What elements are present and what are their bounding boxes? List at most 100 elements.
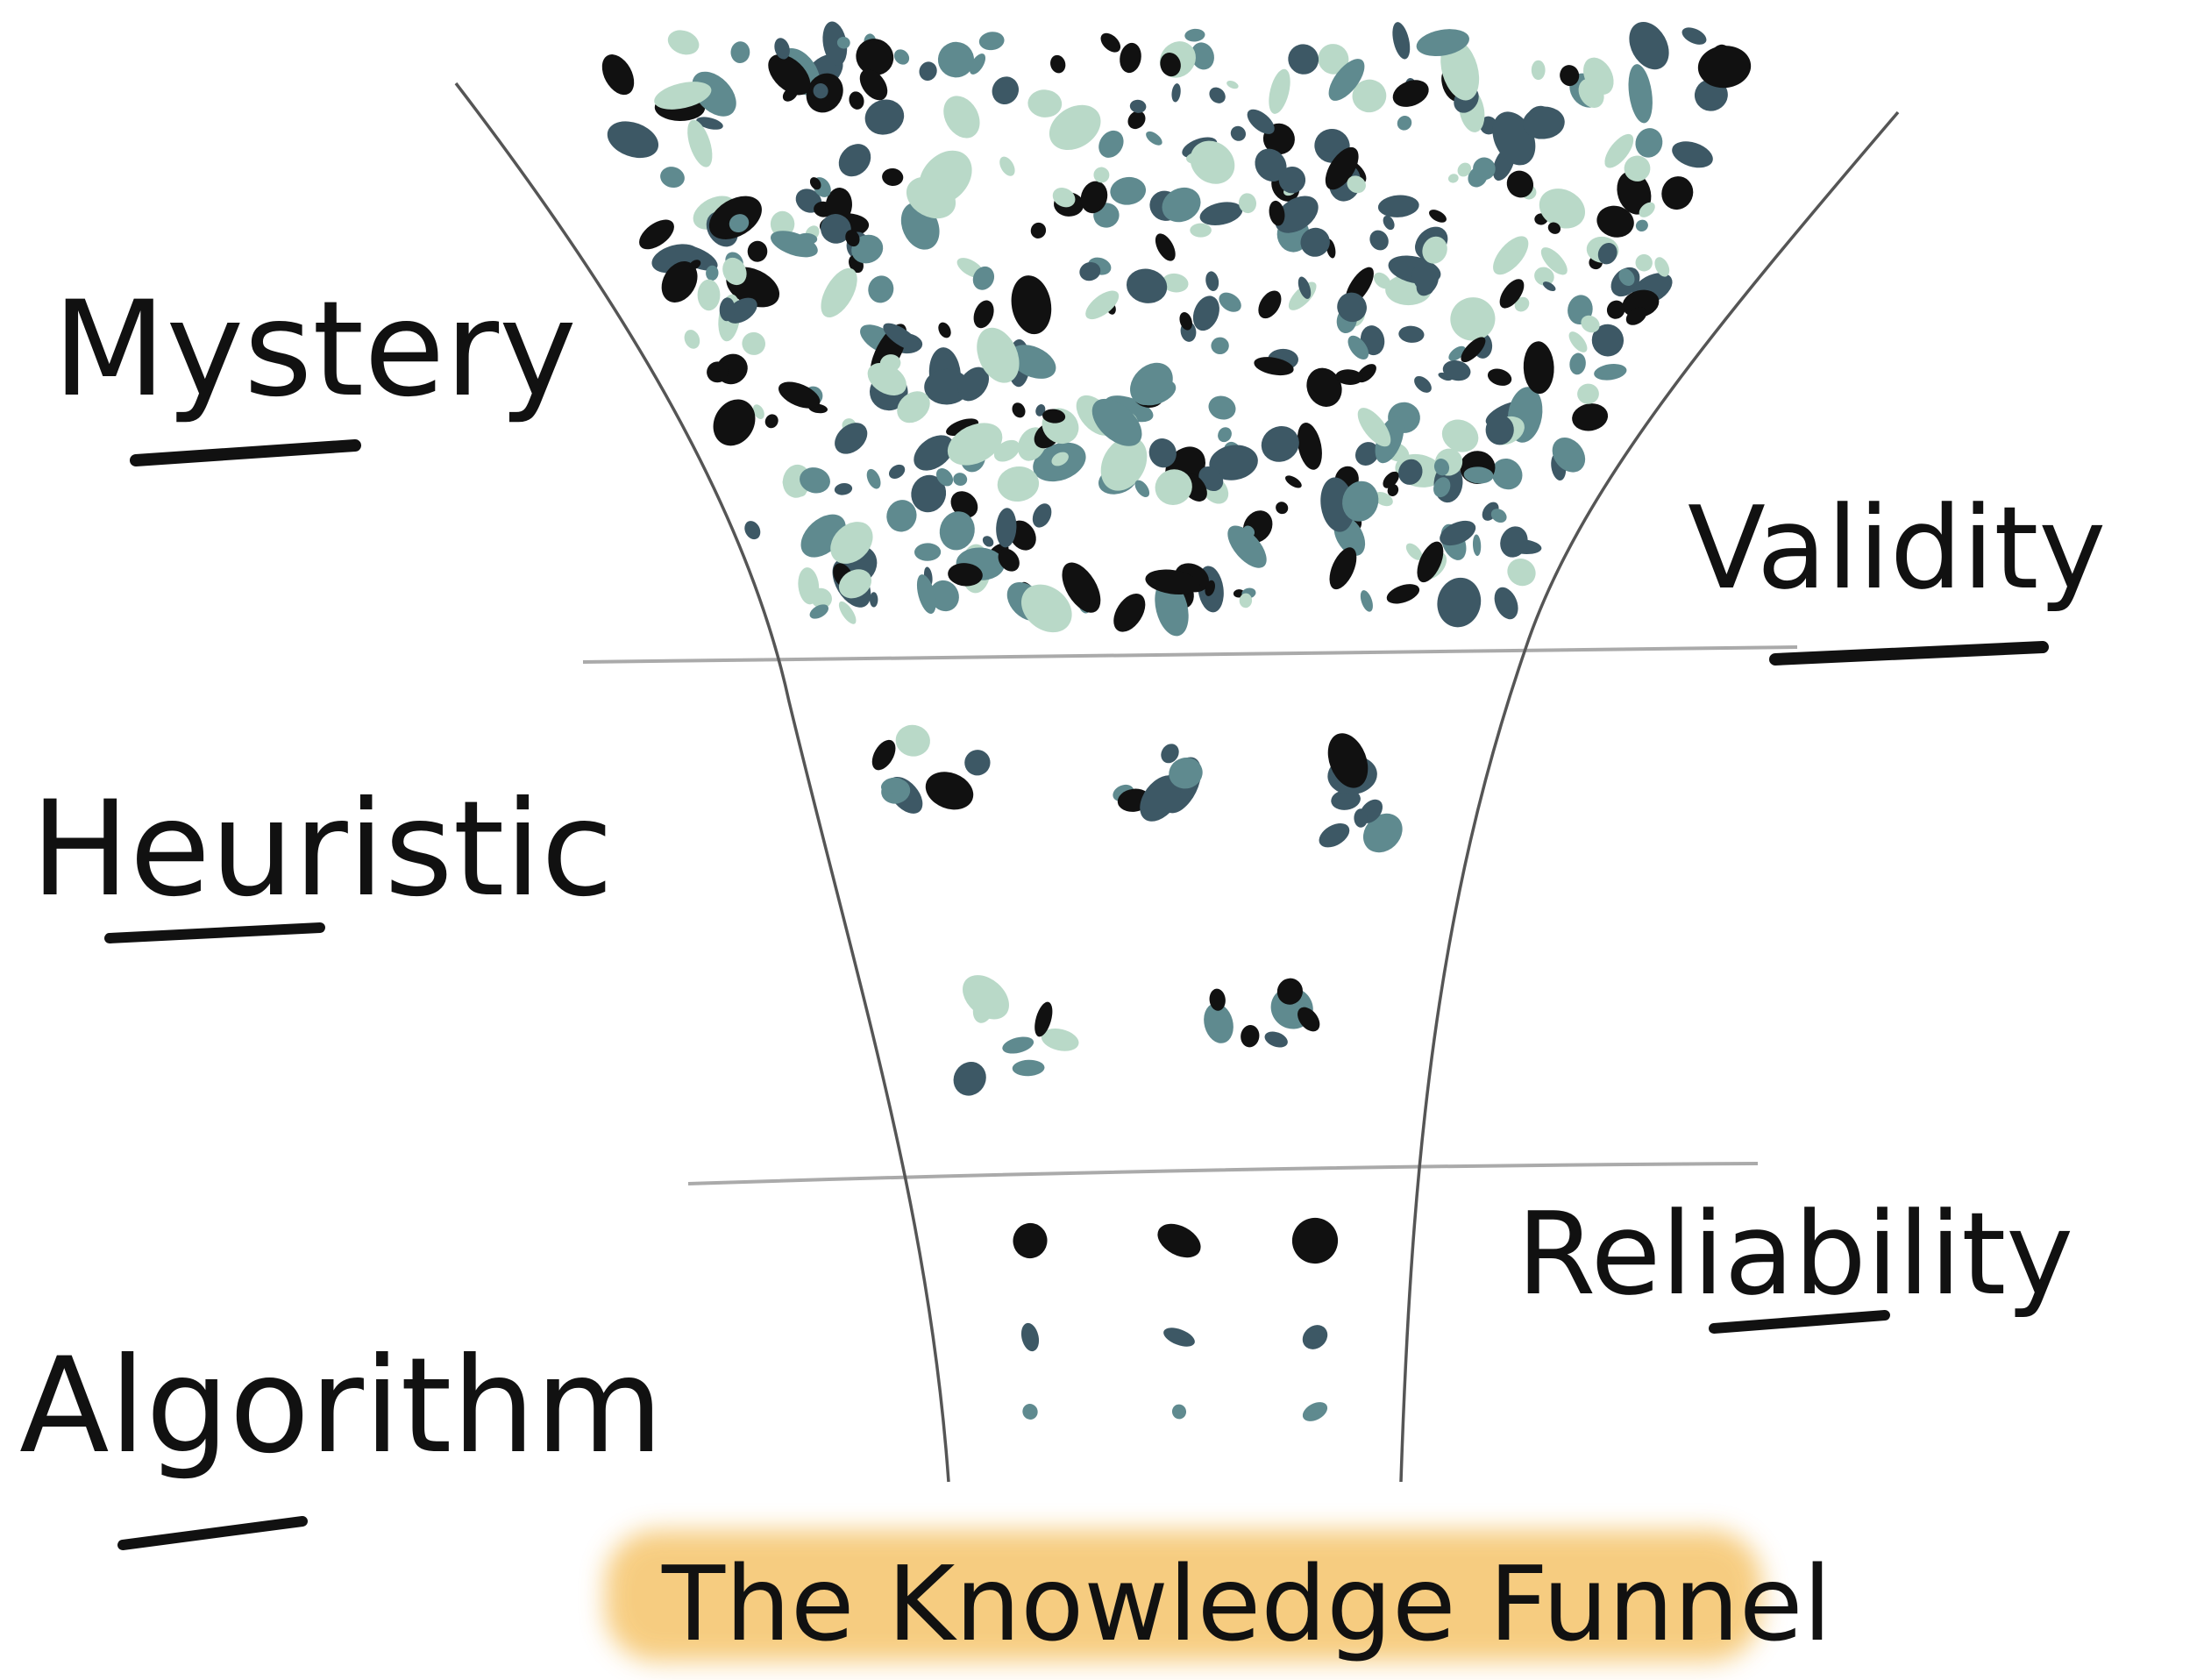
mystery-dot — [1179, 312, 1192, 331]
heuristic-dot — [1264, 1031, 1288, 1048]
mystery-dot — [978, 32, 1005, 51]
mystery-dot — [1342, 481, 1379, 522]
mystery-dot — [1209, 87, 1226, 103]
mystery-dot — [1591, 324, 1625, 357]
mystery-dot — [1110, 176, 1147, 205]
mystery-dot — [830, 522, 873, 564]
label-algorithm: Algorithm — [19, 1330, 664, 1483]
diagram-title: The Knowledge Funnel — [661, 1543, 1831, 1664]
mystery-dot — [1540, 247, 1568, 275]
mystery-dot — [999, 156, 1015, 176]
mystery-dot — [1392, 22, 1411, 60]
mystery-dot — [1209, 445, 1258, 481]
mystery-dot — [1276, 502, 1289, 515]
mystery-dot — [1190, 140, 1235, 184]
mystery-dot — [845, 230, 860, 247]
mystery-dot — [1397, 116, 1412, 131]
mystery-dot — [1300, 227, 1330, 257]
mystery-dot — [1258, 290, 1282, 319]
mystery-dot — [1514, 296, 1530, 312]
mystery-dot — [1411, 267, 1434, 295]
mystery-dot — [1422, 236, 1447, 264]
mystery-dot — [1021, 584, 1072, 633]
heuristic-dot — [964, 750, 991, 776]
heuristic-dot — [895, 724, 930, 757]
mystery-dot — [883, 323, 920, 351]
mystery-dot — [1100, 32, 1121, 53]
mystery-dot — [1032, 503, 1052, 528]
mystery-dot — [868, 275, 894, 303]
mystery-dot — [1278, 167, 1306, 194]
mystery-dot — [1254, 357, 1294, 376]
mystery-dot — [886, 500, 917, 532]
mystery-dot — [1534, 267, 1554, 286]
mystery-dot — [977, 327, 1020, 383]
mystery-dot — [1130, 362, 1173, 406]
mystery-dot — [1506, 170, 1534, 198]
mystery-dot — [914, 543, 942, 561]
mystery-dot — [1606, 300, 1625, 319]
mystery-dot — [969, 53, 986, 75]
mystery-dot — [972, 266, 995, 290]
mystery-dot — [1639, 202, 1655, 217]
mystery-dot — [1238, 193, 1257, 214]
mystery-dot — [1578, 78, 1604, 109]
mystery-dot — [1328, 59, 1365, 101]
heuristic-dots — [871, 724, 1403, 1096]
heuristic-dot — [1327, 733, 1369, 788]
mystery-dot — [1080, 181, 1108, 214]
mystery-dot — [1171, 83, 1181, 103]
mystery-dot — [1377, 195, 1419, 217]
mystery-dot — [1499, 279, 1525, 309]
mystery-dot — [1398, 459, 1423, 485]
mystery-dot — [893, 49, 910, 65]
mystery-dot — [950, 491, 978, 518]
mystery-dot — [1357, 408, 1391, 447]
mystery-dot — [1148, 438, 1177, 468]
mystery-dot — [1155, 233, 1176, 261]
mystery-dot — [835, 423, 868, 454]
mystery-dot — [1297, 423, 1322, 470]
mystery-dot — [1155, 469, 1192, 505]
mystery-dot — [1325, 146, 1359, 190]
mystery-dot — [1383, 471, 1399, 488]
algorithm-dot — [1020, 1322, 1040, 1352]
mystery-dot — [906, 176, 956, 219]
heuristic-dot — [1331, 789, 1361, 810]
mystery-dot — [1490, 509, 1507, 523]
mystery-dot — [809, 177, 821, 190]
mystery-dot — [1049, 104, 1101, 151]
mystery-dot — [1035, 404, 1046, 416]
mystery-dot — [661, 261, 698, 303]
algorithm-dot — [1013, 1222, 1048, 1259]
heuristic-dot — [925, 772, 974, 810]
label-heuristic: Heuristic — [31, 773, 614, 926]
mystery-dot — [1146, 131, 1162, 146]
mystery-dot — [1472, 534, 1482, 557]
mystery-dot — [771, 231, 818, 258]
mystery-dot — [957, 367, 990, 402]
mystery-dot — [1269, 200, 1285, 226]
mystery-dots — [601, 21, 1752, 637]
mystery-dot — [1450, 297, 1496, 341]
mystery-dot — [1091, 398, 1142, 446]
heuristic-dot — [1012, 1059, 1045, 1077]
mystery-dot — [1681, 27, 1707, 45]
mystery-dot — [1255, 148, 1287, 182]
heuristic-dot — [1161, 744, 1179, 764]
mystery-dot — [1230, 125, 1247, 141]
divider-bottom — [687, 1162, 1759, 1185]
mystery-dot — [953, 473, 968, 487]
mystery-dot — [1186, 152, 1206, 164]
underline-validity — [1769, 641, 2049, 666]
mystery-dot — [1011, 275, 1052, 335]
heuristic-dot — [1276, 978, 1303, 1005]
mystery-dot — [730, 41, 750, 63]
mystery-dot — [993, 439, 1020, 462]
mystery-dot — [1523, 341, 1554, 395]
mystery-dot — [1145, 569, 1200, 595]
mystery-dot — [1160, 53, 1181, 77]
mystery-dot — [1448, 345, 1466, 361]
mystery-dot — [667, 30, 700, 55]
mystery-dot — [821, 267, 857, 318]
